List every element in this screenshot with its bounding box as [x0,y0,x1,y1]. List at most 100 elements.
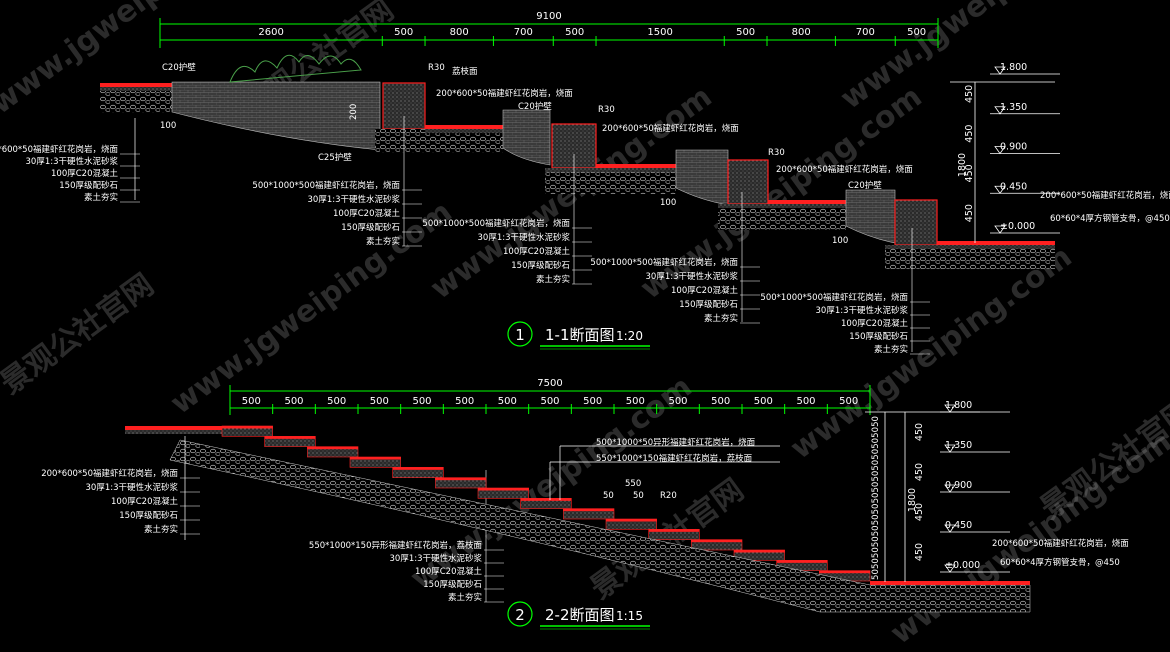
s2-stack-line: 150厚级配砂石 [423,579,482,590]
s1-label-pipe: 60*60*4厚方钢管支骨，@450 [1050,213,1170,224]
s2-label-cap: 200*600*50福建虾红花岗岩，烧面 [992,538,1129,549]
s2-left-line: 素土夯实 [144,524,178,535]
section2-level-triangle [944,484,956,493]
s1-scale: 1:20 [616,329,643,343]
s2-stack-line: 100厚C20混凝土 [415,566,482,577]
s2-dim-text: 500 [455,396,474,407]
s1-stack-c-line: 素土夯实 [704,313,738,324]
s2-riser-dim: 50 [871,416,881,427]
section1-level-triangle [994,185,1006,194]
section1-level-dim: 450 [964,85,975,103]
s2-riser-dim: 50 [871,449,881,460]
s1-label-100-c: 100 [832,236,848,246]
s1-dim-text: 700 [514,27,533,38]
s2-bottom-platform [870,581,1030,585]
s1-planting-bed-4 [845,189,896,244]
s2-step-tread [776,560,828,563]
s2-annotation-stack: 550*1000*150异形福建虾红花岗岩，荔枝面 30厚1:3干硬性水泥砂浆 10… [309,540,504,603]
s1-dim-text: 2600 [258,27,283,38]
s2-dim-text: 500 [796,396,815,407]
s1-dim-text: 500 [394,27,413,38]
s2-left-line: 30厚1:3干硬性水泥砂浆 [86,482,179,493]
s2-dim-text: 500 [242,396,261,407]
s1-label-r30-b: R30 [598,105,615,115]
s2-dim-text: 500 [754,396,773,407]
s2-step-tread [435,477,486,481]
s1-label-lizhimian: 荔枝面 [452,66,478,77]
s1-stack-a-line: 100厚C20混凝土 [333,208,400,219]
watermark-12: www.jgweiping.com [884,424,1170,648]
section1-level-text: 0.900 [1000,142,1027,153]
s2-riser-dim: 50 [871,536,881,547]
s2-top-platform [125,426,230,434]
s1-label-c20-b: C20护壁 [518,101,552,112]
s2-stack-line: 550*1000*150异形福建虾红花岗岩，荔枝面 [309,540,483,551]
section2-level-text: 0.450 [945,520,972,531]
s1-dim-text: 1500 [647,27,672,38]
s1-step-1 [425,125,503,153]
s2-label-550: 550 [625,479,641,489]
section2-level-triangle [944,564,956,573]
section1-level-text: 0.450 [1000,181,1027,192]
s2-riser-dim: 50 [871,493,881,504]
s2-dim-text: 500 [711,396,730,407]
s2-step-tread [392,467,444,470]
s1-left-line: 150厚级配砂石 [59,180,118,191]
s1-stack-d-line: 100厚C20混凝土 [841,318,908,329]
s2-stack-line: 30厚1:3干硬性水泥砂浆 [390,553,483,564]
s1-label-cap-c: 200*600*50福建虾红花岗岩，烧面 [776,164,913,175]
s2-step-tread [264,436,316,439]
section2-level-dim: 450 [914,463,925,481]
s1-total-dim-text: 9100 [536,11,561,22]
s2-title-circle [507,601,533,627]
s1-label-r30-a: R30 [428,63,445,73]
s2-total-dim-text: 7500 [537,378,562,389]
s1-planting-bed-3 [675,149,729,206]
watermark-5: www.jgweiping.com [834,0,1128,116]
s2-step-tread [520,498,572,501]
section1-level-text: 1.800 [1000,62,1027,73]
s2-step-tread [563,508,614,512]
s1-stack-d-line: 素土夯实 [874,344,908,355]
watermark-10: www.jgweiping.com [784,239,1078,466]
s1-label-c20-a: C20护壁 [162,62,196,73]
s2-riser-dim: 50 [871,514,881,525]
s2-step-tread [648,529,700,532]
s1-annotation-stack-c: 500*1000*500福建虾红花岗岩，烧面30厚1:3干硬性水泥砂浆100厚C… [590,257,760,324]
s2-step-tread [350,457,401,460]
s1-title-number: 1 [515,326,525,344]
s2-dim-text: 500 [498,396,517,407]
section1-level-text: ±0.000 [1000,221,1035,232]
section2-level-text: ±0.000 [945,560,980,571]
section1-level-dim: 450 [964,204,975,222]
s2-step-tread [691,539,742,543]
s2-title-number: 2 [515,606,525,624]
s1-title: 1-1断面图 [545,326,615,344]
s2-riser-dim: 50 [871,471,881,482]
s1-left-line: 素土夯实 [84,192,118,203]
s2-dim-text: 500 [540,396,559,407]
s1-step-3 [718,200,846,230]
s1-height-dim: 1800 [957,153,968,177]
s2-step-tread [606,519,657,522]
s1-stack-c-line: 500*1000*500福建虾红花岗岩，烧面 [590,257,738,268]
s2-subbase [169,439,1031,613]
s1-label-r30-c: R30 [768,148,785,158]
s2-tread-leaders [549,445,780,500]
s1-stack-b-line: 30厚1:3干硬性水泥砂浆 [478,232,571,243]
section2-level-text: 1.800 [945,400,972,411]
s1-left-platform [100,83,172,113]
section1-level-triangle [994,225,1006,234]
s1-wall-cap-4 [894,199,938,246]
s1-stack-b-line: 素土夯实 [536,274,570,285]
s2-left-annotation-stack: 200*600*50福建虾红花岗岩，烧面30厚1:3干硬性水泥砂浆100厚C20… [41,468,200,535]
s1-dim-text: 500 [907,27,926,38]
s2-left-line: 200*600*50福建虾红花岗岩，烧面 [41,468,178,479]
